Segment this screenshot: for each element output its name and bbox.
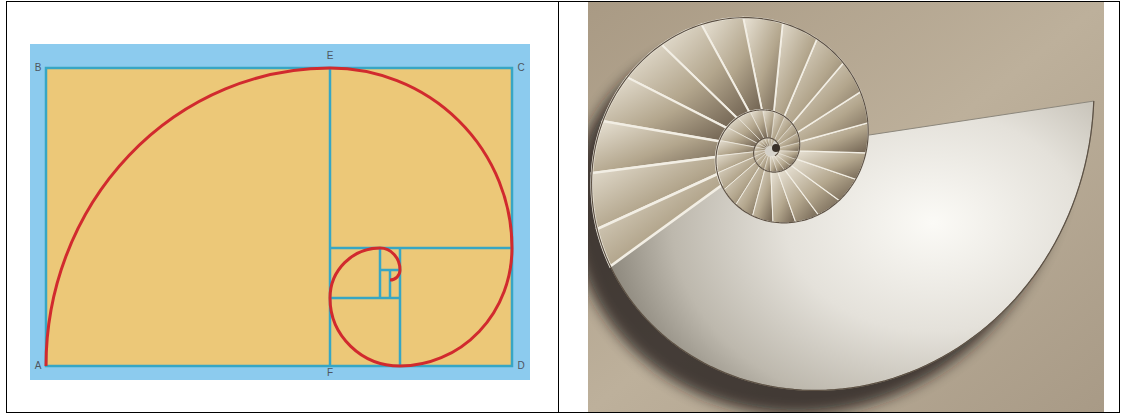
square-divisions xyxy=(330,68,512,366)
nautilus-shell xyxy=(588,18,1094,412)
division-line xyxy=(389,270,392,298)
shell-chamber xyxy=(597,174,721,266)
golden-rectangle xyxy=(30,44,530,380)
shell-whorl xyxy=(592,18,1094,391)
blue-frame xyxy=(30,44,530,380)
golden-spiral xyxy=(46,68,512,366)
division-line xyxy=(379,248,382,298)
shell-chamber xyxy=(764,156,770,172)
division-line xyxy=(330,247,512,250)
shell-body xyxy=(592,18,1094,391)
table-outline xyxy=(7,2,1120,413)
cell-divider xyxy=(558,2,559,413)
corner-label: A xyxy=(35,360,42,372)
nautilus-photo xyxy=(588,2,1104,412)
shell-chamber xyxy=(796,151,866,179)
division-line xyxy=(329,68,332,366)
corner-label: E xyxy=(327,50,334,62)
shell-chamber xyxy=(753,170,773,222)
shell-center xyxy=(772,144,780,152)
golden-rect xyxy=(46,68,512,366)
corner-label: F xyxy=(327,367,333,379)
corner-label: D xyxy=(517,360,524,372)
corner-label: B xyxy=(35,62,42,74)
table-border xyxy=(7,2,1120,413)
corner-label: C xyxy=(517,62,524,74)
